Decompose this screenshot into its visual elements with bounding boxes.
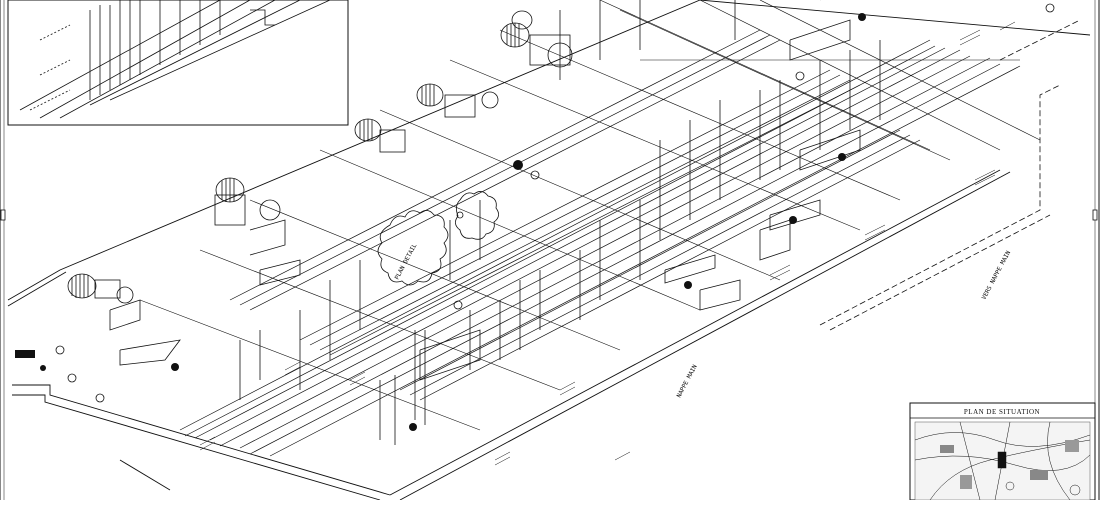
- location-plan-title: PLAN DE SITUATION: [964, 408, 1040, 416]
- pump-unit-6: [511, 10, 533, 30]
- instrument-tags: [55, 3, 1055, 403]
- pump-unit-2: [214, 177, 286, 256]
- vers-nappe-main-label: VERS NAPPE MAIN: [981, 249, 1013, 300]
- revision-cloud-1: [377, 210, 449, 286]
- cross-pipes: [139, 0, 1041, 431]
- nappe-main-label: NAPPE MAIN: [676, 363, 699, 399]
- location-plan-box: PLAN DE SITUATION: [909, 402, 1096, 501]
- valve-symbols: [15, 13, 866, 431]
- vertical-risers: [239, 0, 881, 445]
- base-slab: [7, 0, 1091, 501]
- pump-unit-1: [67, 273, 141, 331]
- pump-unit-4: [416, 83, 499, 118]
- equipment-outlines: [119, 19, 861, 381]
- annotation-marks: [199, 0, 1016, 466]
- location-map: [914, 421, 1091, 501]
- pump-unit-3: [354, 118, 406, 153]
- dashed-channel: [819, 19, 1081, 331]
- revision-cloud-2: [455, 191, 499, 240]
- inset-detail-box: [7, 0, 349, 126]
- pump-unit-5: [500, 22, 573, 68]
- plan-detail-label: PLAN DETAIL: [394, 242, 419, 281]
